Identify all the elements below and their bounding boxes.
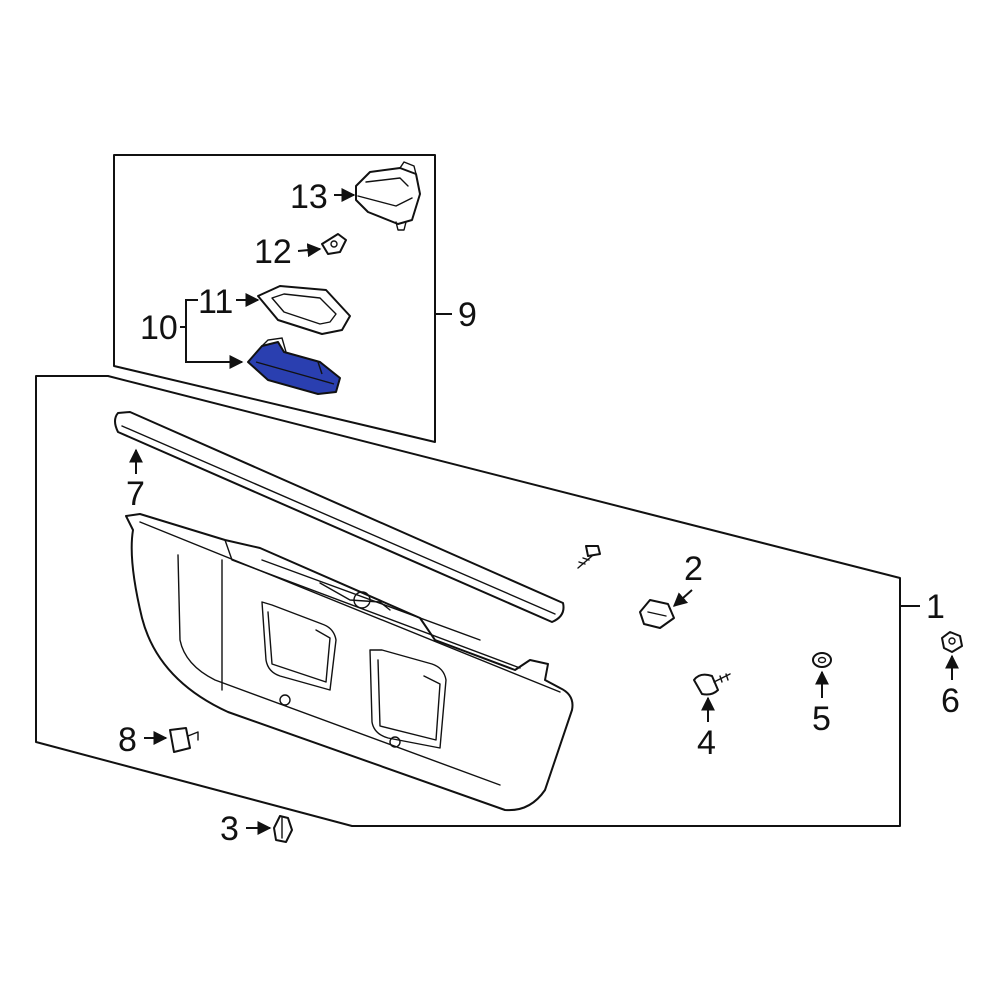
callout-10: 10 <box>140 309 178 347</box>
push-clip-part-3[interactable] <box>273 815 293 843</box>
bolt-part-4[interactable] <box>693 673 731 696</box>
lens-part-10-highlighted[interactable] <box>247 337 341 395</box>
callout-11: 11 <box>198 283 233 321</box>
callout-13: 13 <box>290 178 328 216</box>
washer-part-5[interactable] <box>812 652 832 668</box>
callout-4: 4 <box>697 724 716 762</box>
gasket-part-11[interactable] <box>257 285 351 335</box>
callout-7: 7 <box>126 475 145 513</box>
callout-3: 3 <box>220 810 239 848</box>
leader-lines <box>129 188 959 835</box>
bumper-part-8[interactable] <box>169 727 199 753</box>
callout-12: 12 <box>254 233 292 271</box>
callout-8: 8 <box>118 721 137 759</box>
screw-small[interactable] <box>577 545 601 569</box>
callout-5: 5 <box>812 700 831 738</box>
main-assembly-frame <box>35 375 901 827</box>
callout-9: 9 <box>458 296 477 334</box>
nut-part-6[interactable] <box>941 631 963 653</box>
lamp-inset-frame <box>113 154 436 443</box>
lamp-housing-part-13[interactable] <box>355 161 421 231</box>
trim-molding[interactable] <box>114 411 565 623</box>
socket-part-12[interactable] <box>321 233 347 255</box>
clip-part-2[interactable] <box>639 599 675 629</box>
callout-6: 6 <box>941 682 960 720</box>
callout-1: 1 <box>926 588 945 626</box>
callout-2: 2 <box>684 550 703 588</box>
license-garnish-panel[interactable] <box>125 513 574 812</box>
